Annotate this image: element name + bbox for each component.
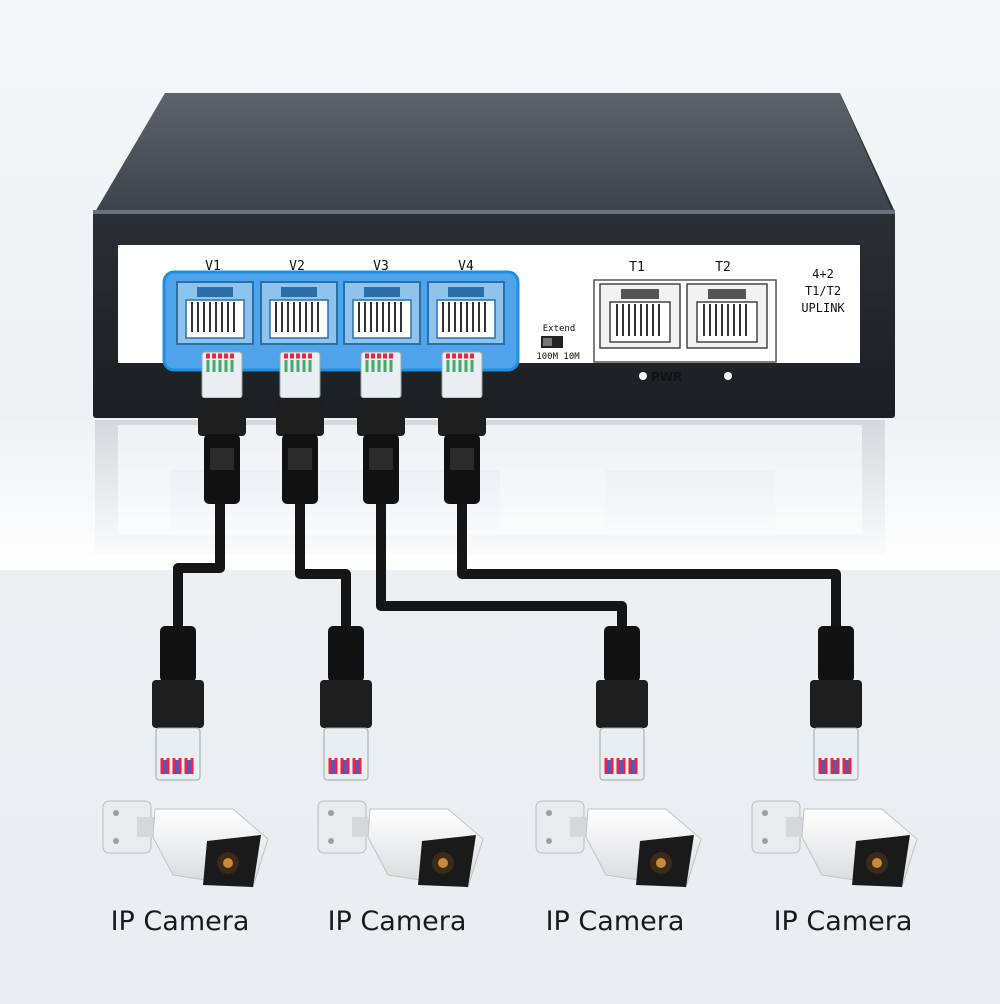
- plug-at-v2: [276, 351, 324, 504]
- poe-switch: V1 V2 V3 V4 Extend: [93, 93, 895, 418]
- port-label-v4: V4: [458, 259, 474, 274]
- port-label-t2: T2: [715, 260, 731, 275]
- camera-plugs: [152, 626, 862, 781]
- power-led: [639, 372, 647, 380]
- ip-camera-icon-3: [535, 800, 702, 888]
- camera-label-3: IP Camera: [545, 906, 685, 937]
- uplink-port-group: [593, 279, 777, 363]
- camera-label-1: IP Camera: [110, 906, 250, 937]
- uplink-port-t1[interactable]: [599, 283, 681, 349]
- camera-label-4: IP Camera: [773, 906, 913, 937]
- poe-port-v3[interactable]: [343, 281, 421, 345]
- cables: [173, 500, 841, 630]
- ip-camera-icon-1: [102, 800, 269, 888]
- cable-v2: [295, 500, 351, 630]
- plug-at-camera-3: [596, 626, 648, 781]
- uplink-badge-line-1: 4+2: [812, 267, 834, 281]
- status-led: [724, 372, 732, 380]
- poe-port-v1[interactable]: [176, 281, 254, 345]
- dip-switch-label: Extend: [543, 324, 576, 334]
- cable-v3: [376, 500, 627, 630]
- poe-port-v4[interactable]: [427, 281, 505, 345]
- switch-top-panel: [95, 93, 895, 212]
- plug-at-camera-2: [320, 626, 372, 781]
- cable-v4: [457, 500, 841, 630]
- port-label-v2: V2: [289, 259, 305, 274]
- ip-camera-icon-2: [317, 800, 484, 888]
- uplink-badge-line-3: UPLINK: [801, 301, 845, 315]
- dip-switch-options: 100M 10M: [536, 352, 580, 362]
- plug-at-camera-4: [810, 626, 862, 781]
- uplink-port-t2[interactable]: [686, 283, 768, 349]
- port-label-v3: V3: [373, 259, 389, 274]
- switch-plugs: [198, 351, 486, 504]
- camera-label-2: IP Camera: [327, 906, 467, 937]
- power-led-label: PWR: [651, 370, 682, 384]
- cable-v1: [173, 500, 225, 630]
- plug-at-camera-1: [152, 626, 204, 781]
- ip-camera-icon-4: [751, 800, 918, 888]
- uplink-badge-line-2: T1/T2: [805, 284, 841, 298]
- plug-at-v3: [357, 351, 405, 504]
- poe-port-v2[interactable]: [260, 281, 338, 345]
- plug-at-v4: [438, 351, 486, 504]
- port-label-v1: V1: [205, 259, 221, 274]
- plug-at-v1: [198, 351, 246, 504]
- switch-right-side: [840, 93, 895, 218]
- port-label-t1: T1: [629, 260, 645, 275]
